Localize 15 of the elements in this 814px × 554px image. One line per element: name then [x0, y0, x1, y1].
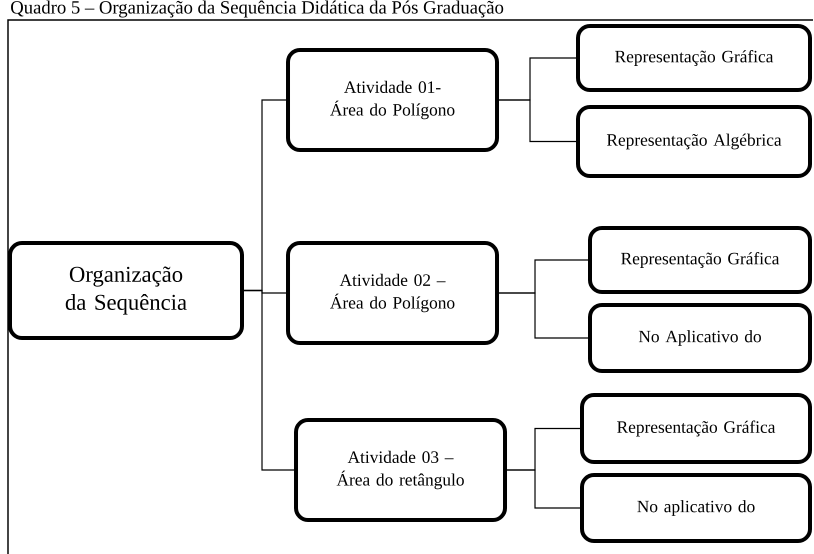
- box: No Aplicativo do: [588, 303, 812, 373]
- box: No aplicativo do: [580, 473, 812, 543]
- box: Atividade 02 – Área do Polígono: [286, 241, 499, 345]
- connector: [499, 292, 588, 339]
- box: Representação Gráfica: [580, 393, 812, 464]
- connector: [244, 290, 294, 471]
- box: Representação Algébrica: [576, 105, 812, 178]
- box: Atividade 01- Área do Polígono: [286, 48, 499, 152]
- box: Organização da Sequência: [8, 241, 244, 340]
- title: Quadro 5 – Organização da Sequência Didática da Pós Graduação: [11, 0, 504, 18]
- box: Atividade 03 – Área do retângulo: [294, 418, 507, 522]
- connector: [499, 99, 576, 142]
- connector: [507, 469, 580, 509]
- box: Representação Gráfica: [576, 24, 812, 92]
- box: Representação Gráfica: [588, 226, 812, 294]
